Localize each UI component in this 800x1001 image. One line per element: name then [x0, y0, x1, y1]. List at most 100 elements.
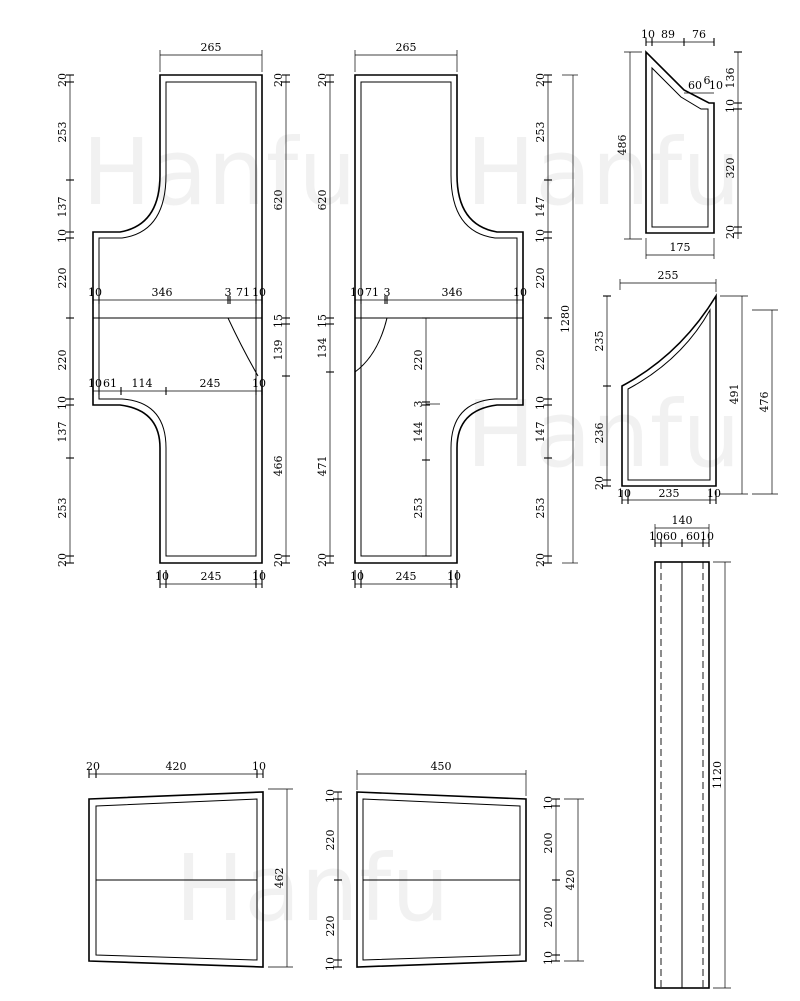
back-right-6: 10 — [534, 396, 547, 410]
skirt-right-left-3: 10 — [324, 957, 337, 971]
front-left-6: 10 — [56, 396, 69, 410]
front-left-2: 137 — [56, 197, 69, 218]
front-overlap-curve — [227, 317, 259, 377]
skirt-left-piece — [88, 791, 264, 968]
skirt-left-right-height: 462 — [273, 868, 286, 889]
sleeve-upper-inner-outline — [651, 66, 709, 228]
watermark-1: Hanfu — [82, 119, 357, 226]
back-right-5: 220 — [534, 350, 547, 371]
back-left-0: 20 — [316, 73, 329, 87]
front-left-9: 20 — [56, 553, 69, 567]
back-right-4: 220 — [534, 268, 547, 289]
skirt-left-top-1: 420 — [166, 760, 187, 773]
back-bodice-dimensions: 265 20 620 15 134 471 20 220 3 144 253 2… — [316, 41, 578, 588]
skirt-right-piece — [356, 791, 527, 968]
front-lower-2: 114 — [132, 377, 153, 390]
sleeve-upper-piece — [645, 50, 715, 234]
front-right-5: 20 — [272, 553, 285, 567]
skirt-left-dimensions: 20 420 10 462 220 220 — [86, 760, 337, 968]
back-mid-2: 144 — [412, 422, 425, 443]
front-bodice-dimensions: 265 20 253 137 10 220 220 10 137 253 20 … — [56, 41, 290, 588]
sleeve-upper-outline — [645, 50, 715, 234]
back-upper-2: 3 — [384, 286, 391, 299]
front-left-0: 20 — [56, 73, 69, 87]
watermark-2: Hanfu — [466, 119, 741, 226]
skirt-right-right-0: 10 — [542, 796, 555, 810]
back-total-height: 1280 — [559, 305, 572, 333]
skirt-right-outline — [356, 791, 527, 968]
collar-strip-piece — [654, 561, 710, 989]
sleeve-lower-outline — [621, 293, 717, 487]
front-left-5: 220 — [56, 350, 69, 371]
sleeve-lower-left-2: 20 — [593, 476, 606, 490]
back-left-3: 134 — [316, 338, 329, 359]
front-upper-2: 3 — [225, 286, 232, 299]
sleeve-upper-right-3: 20 — [724, 225, 737, 239]
sleeve-lower-left-0: 235 — [593, 331, 606, 352]
back-bottom-2: 10 — [447, 570, 461, 583]
back-right-3: 10 — [534, 229, 547, 243]
sleeve-lower-bottom-0: 10 — [617, 487, 631, 500]
back-left-5: 20 — [316, 553, 329, 567]
sleeve-lower-bottom-1: 235 — [659, 487, 680, 500]
skirt-left-left-0: 220 — [324, 830, 337, 851]
back-bottom-0: 10 — [350, 570, 364, 583]
skirt-right-inner-outline — [362, 798, 521, 961]
sleeve-lower-inner-outline — [627, 308, 711, 481]
back-mid-3: 253 — [412, 498, 425, 519]
skirt-right-left-0: 10 — [324, 789, 337, 803]
watermarks: Hanfu Hanfu Hanfu Hanfu — [82, 119, 741, 942]
skirt-right-right-2: 200 — [542, 907, 555, 928]
sleeve-upper-bottom-width: 175 — [670, 241, 691, 254]
front-lower-3: 245 — [200, 377, 221, 390]
collar-height: 1120 — [711, 761, 724, 789]
collar-sub-3: 10 — [700, 530, 714, 543]
back-left-4: 471 — [316, 456, 329, 477]
sleeve-upper-top-2: 76 — [692, 28, 706, 41]
sleeve-upper-top-0: 10 — [641, 28, 655, 41]
front-bodice-piece — [92, 74, 263, 564]
back-bodice-piece — [354, 74, 524, 564]
back-right-0: 20 — [534, 73, 547, 87]
sleeve-lower-left-1: 236 — [593, 423, 606, 444]
front-right-1: 620 — [272, 190, 285, 211]
sleeve-upper-right-0: 136 — [724, 68, 737, 89]
back-upper-0: 10 — [350, 286, 364, 299]
watermark-4: Hanfu — [175, 835, 450, 942]
back-overlap-curve — [354, 317, 388, 373]
skirt-right-top-width: 450 — [431, 760, 452, 773]
sleeve-lower-right-1: 476 — [758, 392, 771, 413]
back-upper-1: 71 — [365, 286, 379, 299]
front-upper-3: 71 — [236, 286, 250, 299]
skirt-right-right-3: 10 — [542, 951, 555, 965]
front-right-3: 139 — [272, 340, 285, 361]
front-left-4: 220 — [56, 268, 69, 289]
front-lower-4: 10 — [252, 377, 266, 390]
collar-sub-2: 60 — [686, 530, 700, 543]
back-upper-4: 10 — [513, 286, 527, 299]
back-bottom-1: 245 — [396, 570, 417, 583]
front-upper-1: 346 — [152, 286, 173, 299]
skirt-left-outline — [88, 791, 264, 968]
skirt-right-dimensions: 450 10 10 10 200 200 10 420 — [324, 760, 584, 971]
sleeve-upper-inner-1: 6 — [704, 74, 711, 87]
back-mid-1: 3 — [412, 401, 425, 408]
sleeve-upper-top-1: 89 — [661, 28, 675, 41]
back-right-1: 253 — [534, 122, 547, 143]
front-right-2: 15 — [272, 314, 285, 328]
front-bottom-0: 10 — [155, 570, 169, 583]
sleeve-lower-piece — [621, 293, 717, 487]
front-top-width: 265 — [201, 41, 222, 54]
front-bottom-2: 10 — [252, 570, 266, 583]
back-top-width: 265 — [396, 41, 417, 54]
back-bodice-inner-outline — [360, 81, 518, 557]
skirt-right-right-1: 200 — [542, 833, 555, 854]
collar-top-width: 140 — [672, 514, 693, 527]
skirt-left-top-0: 20 — [86, 760, 100, 773]
back-left-1: 620 — [316, 190, 329, 211]
back-upper-3: 346 — [442, 286, 463, 299]
sleeve-upper-right-2: 320 — [724, 158, 737, 179]
back-mid-0: 220 — [412, 350, 425, 371]
front-left-7: 137 — [56, 422, 69, 443]
